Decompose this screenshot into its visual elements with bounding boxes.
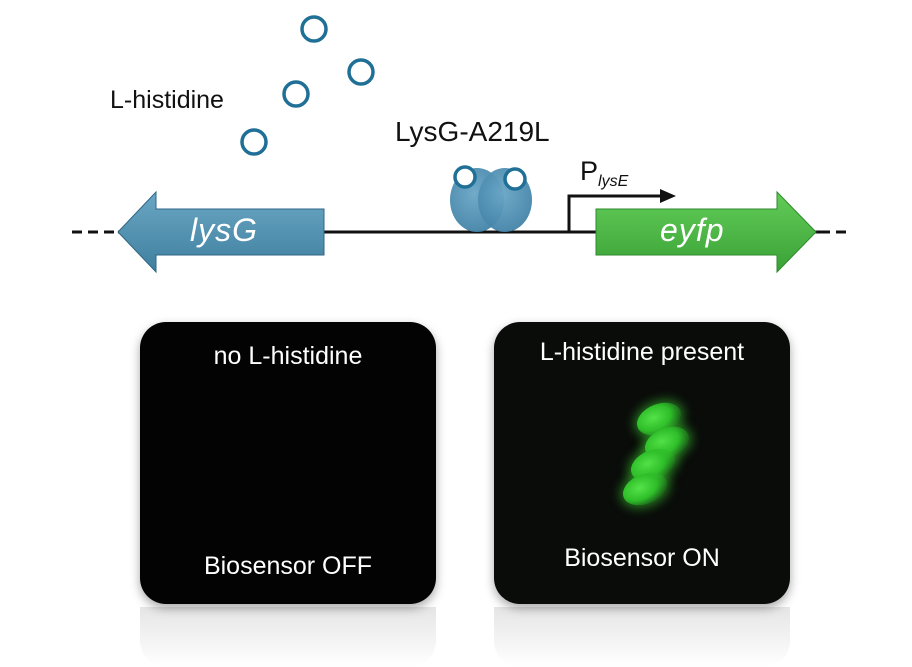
panel-off-top-rest: -histidine xyxy=(262,342,363,370)
promoter-label-sub: lysE xyxy=(598,173,629,190)
ligand-label: L-histidine xyxy=(110,86,224,115)
promoter-label-main: P xyxy=(580,156,599,186)
ligand-circle xyxy=(300,15,328,43)
gene-schematic xyxy=(72,15,848,274)
lysG-gene-label: lysG xyxy=(190,212,258,248)
ligand-circle xyxy=(282,80,310,108)
ligand-label-prefix: L xyxy=(110,86,124,114)
ligand-circle xyxy=(240,128,268,156)
panel-off-reflection xyxy=(140,607,436,667)
ligand-circle xyxy=(347,58,375,86)
panel-off-top-text: no L-histidine xyxy=(140,342,436,371)
panel-on-top-rest: -histidine present xyxy=(553,338,745,366)
panel-on-reflection xyxy=(494,607,790,667)
panel-off-top-prefix: no xyxy=(213,342,249,370)
eyfp-gene-label: eyfp xyxy=(660,212,725,248)
lysG-gene-arrow xyxy=(117,190,325,274)
promoter-arrow xyxy=(567,194,660,232)
panel-on-top-sc: L xyxy=(539,338,554,366)
panel-off-status: Biosensor OFF xyxy=(203,552,373,580)
biosensor-on-panel: L-histidine present Biosensor ON xyxy=(494,322,790,604)
bound-ligand-left xyxy=(453,165,477,189)
biosensor-off-panel: no L-histidine Biosensor OFF xyxy=(140,322,436,604)
panel-off-top-sc: L xyxy=(248,342,263,370)
panel-on-status: Biosensor ON xyxy=(564,544,720,572)
bound-ligand-right xyxy=(503,167,527,191)
promoter-arrowhead xyxy=(660,189,676,203)
regulator-label: LysG-A219L xyxy=(395,116,550,147)
promoter-label: PlysE xyxy=(580,156,628,191)
eyfp-gene-arrow xyxy=(595,190,817,274)
panel-on-top-text: L-histidine present xyxy=(494,338,790,367)
ligand-label-rest: -histidine xyxy=(123,86,224,114)
